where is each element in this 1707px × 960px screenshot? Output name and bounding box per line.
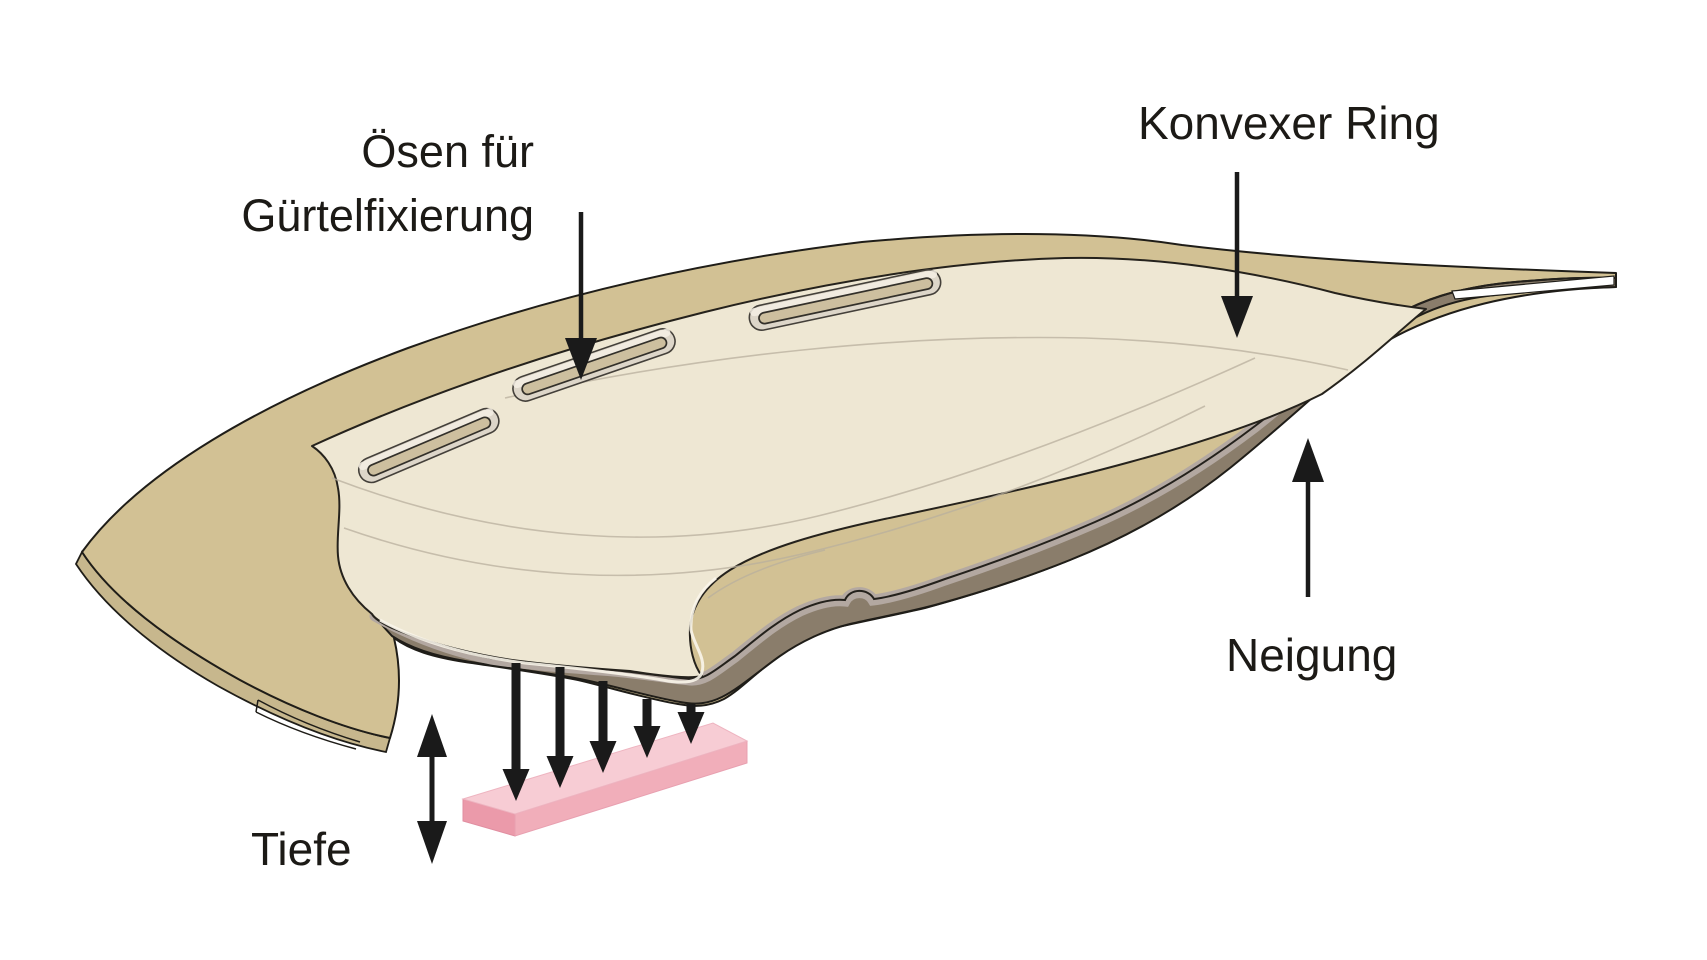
label-arrows	[417, 172, 1324, 864]
label-eyelets-for-belt-fixation: Ösen für Gürtelfixierung	[178, 120, 534, 248]
contour-line	[331, 357, 1256, 538]
inclination-arrow	[1292, 438, 1324, 597]
force-arrow-4	[633, 699, 661, 758]
eyelets-arrow	[565, 212, 597, 380]
contour-line	[707, 549, 826, 599]
label-inclination: Neigung	[1226, 629, 1398, 681]
contour-line	[343, 405, 1206, 577]
convex-ring-contours	[331, 336, 1349, 599]
force-arrows	[502, 663, 705, 801]
contour-line	[504, 336, 1349, 399]
label-eyelets-line1: Ösen für	[361, 126, 534, 177]
force-arrow-1	[502, 663, 530, 801]
shell-edge-bead	[379, 576, 717, 684]
bar-top-face	[461, 722, 749, 815]
force-arrow-5	[677, 704, 705, 744]
label-eyelets-line2: Gürtelfixierung	[241, 190, 534, 241]
force-arrow-2	[546, 667, 574, 788]
belt-slot-middle	[512, 328, 676, 402]
convex-ring-arrow	[1221, 172, 1253, 338]
tip-split-gap	[1451, 275, 1615, 300]
label-depth: Tiefe	[251, 823, 352, 875]
depth-double-arrow	[417, 714, 447, 864]
belt-slot-right	[748, 269, 942, 331]
base-fold-detail	[255, 699, 361, 750]
belt-slot-left	[357, 407, 500, 484]
force-arrow-3	[589, 681, 617, 773]
depth-reference-bar	[461, 722, 749, 837]
label-convex-ring: Konvexer Ring	[1138, 97, 1440, 149]
